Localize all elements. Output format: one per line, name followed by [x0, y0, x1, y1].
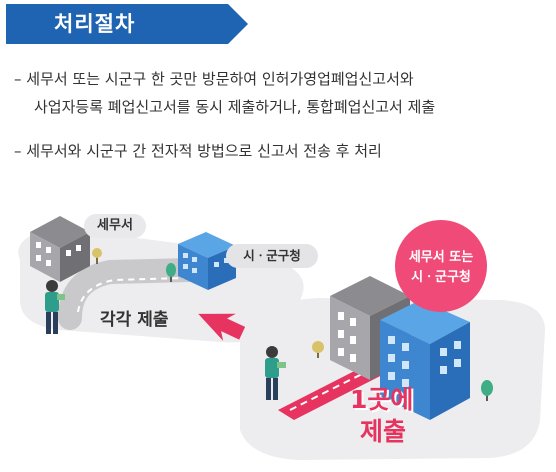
combined-office-badge-line: 시ㆍ군구청	[411, 270, 471, 285]
each-submit-label: 각각 제출	[100, 310, 169, 330]
tree-icon	[92, 248, 102, 264]
tax-office-building	[30, 216, 90, 282]
description-line: – 세무서 또는 시군구 한 곳만 방문하여 인허가영업폐업신고서와	[14, 70, 414, 88]
direction-arrow-icon	[198, 313, 246, 341]
procedure-illustration	[18, 216, 545, 460]
description-line: – 세무서와 시군구 간 전자적 방법으로 신고서 전송 후 처리	[14, 142, 382, 160]
tree-icon	[312, 341, 324, 358]
banner-arrow-shape	[6, 4, 248, 44]
tax-office-label: 세무서	[84, 214, 146, 238]
section-banner: 처리절차	[0, 0, 250, 48]
section-title: 처리절차	[54, 12, 136, 36]
city-office-label: 시ㆍ군구청	[226, 244, 318, 268]
combined-office-badge-line: 세무서 또는	[408, 250, 474, 265]
city-hall-building-right	[380, 300, 470, 420]
city-hall-building	[178, 232, 236, 290]
tree-icon	[481, 380, 493, 401]
person-icon	[45, 280, 65, 334]
person-icon	[265, 346, 286, 400]
submit-label: 제출	[360, 417, 407, 446]
combined-office-badge: 세무서 또는 시ㆍ군구청	[395, 220, 487, 312]
tree-icon	[166, 263, 176, 282]
one-place-label: 1곳에	[350, 385, 414, 414]
description-line: 사업자등록 폐업신고서를 동시 제출하거나, 통합폐업신고서 제출	[34, 98, 436, 116]
